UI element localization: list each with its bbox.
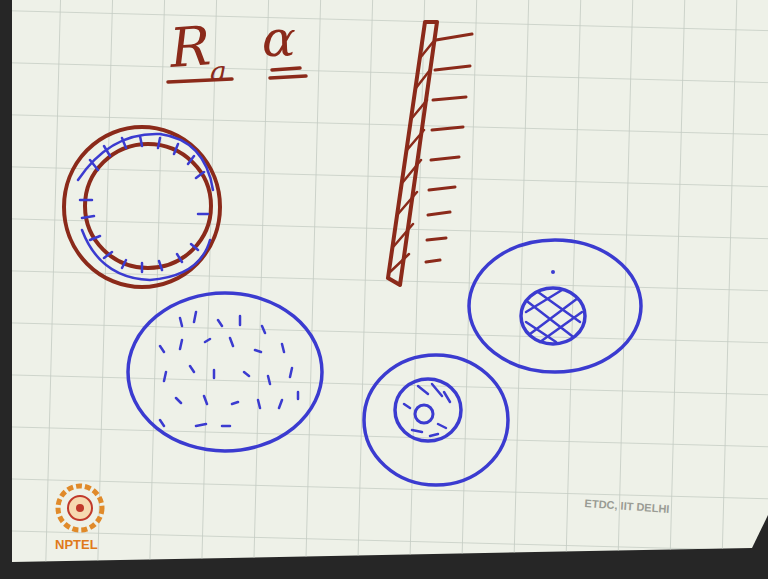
grid-lines	[12, 0, 768, 562]
dot	[551, 270, 555, 274]
handwritten-subscript: a	[210, 58, 227, 86]
dotted-circle	[128, 293, 322, 451]
inner-ring	[85, 144, 211, 268]
logo-ring	[58, 486, 102, 530]
wall	[388, 22, 437, 285]
logo-core	[68, 496, 92, 520]
center-circle	[415, 405, 433, 423]
watermark: ETDC, IIT DELHI	[584, 498, 670, 515]
core-circle	[521, 288, 585, 344]
core-hatching	[404, 384, 450, 436]
core-circle	[395, 379, 461, 441]
outer-circle	[364, 355, 508, 485]
handwritten-symbol: R	[168, 19, 212, 76]
paper-sheet	[12, 0, 768, 562]
wall-ticks	[426, 34, 472, 262]
outer-circle	[469, 240, 641, 372]
handwritten-symbol: α	[262, 14, 296, 64]
logo-dot	[76, 504, 84, 512]
logo-text: NPTEL	[55, 538, 98, 551]
wall-hatching	[390, 42, 433, 272]
double-underline	[270, 68, 306, 78]
ring-hatching	[78, 134, 213, 280]
cross-hatching	[526, 290, 582, 342]
scattered-marks	[160, 312, 298, 426]
outer-ring	[64, 127, 220, 287]
